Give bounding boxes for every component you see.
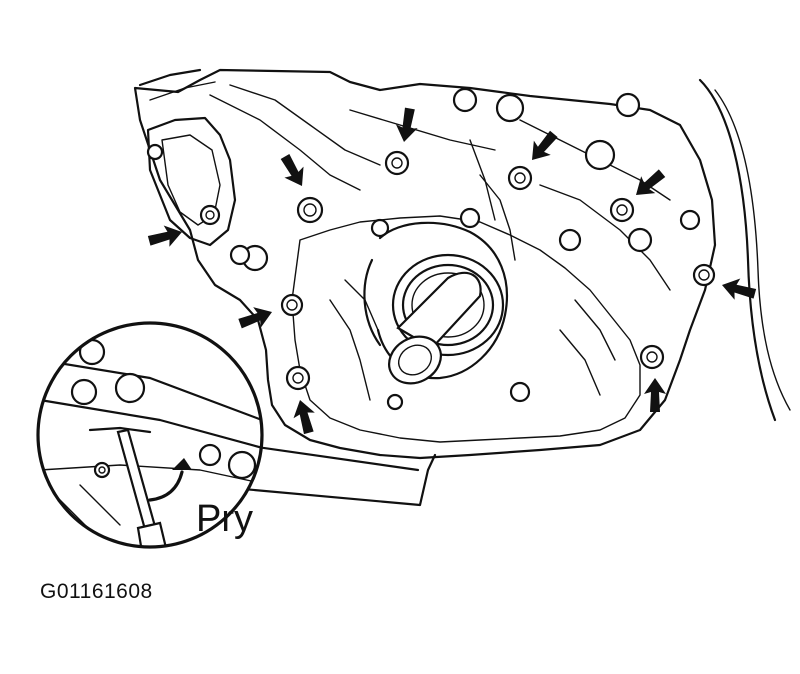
bolt-4 — [609, 197, 635, 223]
arrow-icon — [146, 221, 185, 252]
arrow-icon — [236, 301, 276, 334]
detail-circle — [36, 321, 264, 549]
curved-arrow-icon — [148, 470, 184, 502]
bolt-7 — [285, 365, 311, 391]
bolt-2 — [384, 150, 410, 176]
pry-leader-lines — [230, 444, 437, 507]
figure-id: G01161608 — [40, 580, 153, 603]
bolt-8 — [280, 293, 304, 317]
bolt-1 — [296, 196, 324, 224]
bolt-6 — [639, 344, 665, 370]
arrow-icon — [644, 378, 666, 412]
arrow-icon — [275, 151, 312, 192]
bolts — [199, 150, 716, 391]
bolt-9 — [199, 204, 221, 226]
arrow-icon — [523, 126, 563, 168]
timing-cover-outline — [133, 68, 791, 460]
bolt-5 — [692, 263, 716, 287]
bolt-3 — [507, 165, 533, 191]
arrow-icon — [393, 106, 421, 144]
arrow-icon — [628, 164, 670, 204]
arrow-icon — [719, 274, 758, 305]
pry-label: Pry — [196, 498, 253, 540]
crankshaft-nose — [388, 271, 482, 385]
